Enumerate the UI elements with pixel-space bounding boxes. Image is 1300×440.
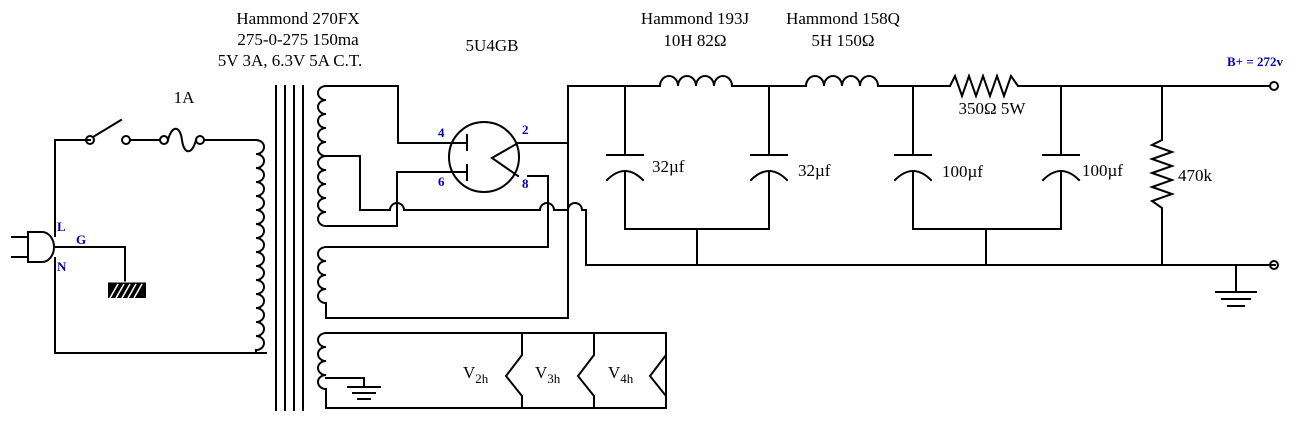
filament-5v-wire-b <box>325 85 569 319</box>
choke1-label-model: Hammond 193J <box>641 9 750 28</box>
capacitor-2 <box>749 85 789 230</box>
bplus-label: B+ = 272v <box>1227 54 1283 69</box>
chassis-ground-icon <box>108 281 146 299</box>
capacitor-2-label: 32µf <box>798 161 831 180</box>
heater-bus <box>325 332 667 409</box>
neutral-wire <box>54 257 267 354</box>
bleeder-resistor-label: 470k <box>1178 166 1213 185</box>
heater-ground-icon <box>347 386 381 400</box>
choke2-icon <box>804 75 880 88</box>
capacitor-1-label: 32µf <box>652 157 685 176</box>
pin-8-label: 8 <box>522 176 529 191</box>
ground-terminal <box>1269 260 1279 270</box>
rectifier-tube-icon <box>448 121 520 193</box>
transformer-primary-coil <box>254 138 265 354</box>
heater-v2-label: V2h <box>463 363 489 386</box>
ac-plug-icon <box>11 230 55 264</box>
plug-label-g: G <box>76 232 86 247</box>
hv-wire-bottom <box>325 171 456 227</box>
ground-wire <box>53 246 126 283</box>
plug-label-l: L <box>57 219 66 234</box>
transformer-label-model: Hammond 270FX <box>236 9 359 28</box>
choke1-icon <box>658 75 734 88</box>
filament-5v-wire-a <box>325 175 549 248</box>
heater-v4-icon <box>648 332 667 409</box>
choke2-label-model: Hammond 158Q <box>786 9 900 28</box>
hv-wire-top <box>325 85 456 144</box>
crossover-3 <box>566 202 584 212</box>
capacitor-3 <box>893 85 933 230</box>
transformer-6v3-coil <box>317 331 328 409</box>
choke2-label-value: 5H 150Ω <box>811 31 874 50</box>
transformer-label-filaments: 5V 3A, 6.3V 5A C.T. <box>218 51 363 70</box>
transformer-hv-secondary-coil <box>317 84 328 228</box>
fuse-label: 1A <box>174 88 196 107</box>
output-ground-icon <box>1215 291 1257 307</box>
pin-4-label: 4 <box>438 125 445 140</box>
pin-2-label: 2 <box>522 122 529 137</box>
heater-v2-icon <box>504 332 523 409</box>
series-resistor-icon <box>948 72 1020 100</box>
choke1-label-value: 10H 82Ω <box>663 31 726 50</box>
heater-v3-label: V3h <box>535 363 561 386</box>
bleeder-resistor-icon <box>1148 85 1176 266</box>
rectifier-label: 5U4GB <box>466 36 519 55</box>
power-switch-icon <box>85 118 161 145</box>
fuse-icon <box>159 127 257 153</box>
ground-return-bus <box>581 209 1276 266</box>
transformer-5v-coil <box>317 245 328 319</box>
pin-6-label: 6 <box>438 174 445 189</box>
transformer-label-rating: 275-0-275 150ma <box>237 30 359 49</box>
heater-v3-icon <box>576 332 595 409</box>
plug-label-n: N <box>57 259 67 274</box>
capacitor-1 <box>605 85 645 230</box>
heater-ct-wire <box>325 377 365 387</box>
heater-v4-label: V4h <box>608 363 634 386</box>
transformer-core <box>275 85 304 411</box>
capacitor-4-label: 100µf <box>1082 161 1123 180</box>
hv-wire-ct-tap <box>325 155 391 211</box>
capacitor-3-label: 100µf <box>942 162 983 181</box>
line-wire <box>54 139 91 237</box>
bplus-terminal <box>1269 81 1279 91</box>
capacitor-4 <box>1041 85 1081 230</box>
series-resistor-label: 350Ω 5W <box>959 99 1027 118</box>
